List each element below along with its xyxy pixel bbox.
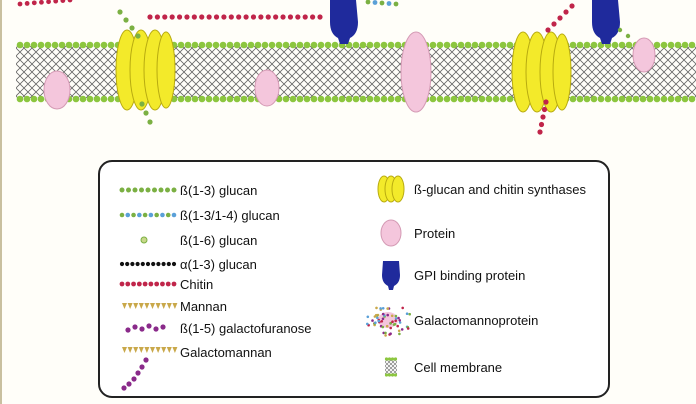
- chitin-chain: [147, 14, 323, 20]
- chain-beads: [119, 187, 177, 193]
- mannan-units: [122, 303, 178, 309]
- legend-item-b16-glucan: ß(1-6) glucan: [118, 230, 257, 250]
- chitin-chain: [17, 0, 73, 7]
- a13-glucan-chain-icon: [119, 261, 177, 267]
- legend-item-b13-14-glucan: ß(1-3/1-4) glucan: [118, 205, 280, 225]
- b16-glucan-icon: [140, 236, 148, 244]
- legend-item-galactofuranose: ß(1-5) galactofuranose: [118, 318, 312, 338]
- legend-item-b13-glucan: ß(1-3) glucan: [118, 180, 257, 200]
- gpi-binding-protein: [592, 0, 620, 44]
- membrane-illustration: [16, 0, 696, 135]
- membrane-synthase: [115, 29, 176, 111]
- cell-membrane-icon: [384, 357, 398, 377]
- membrane-protein: [254, 69, 280, 107]
- legend-item-synthase: ß-glucan and chitin synthases: [368, 174, 586, 204]
- legend-label: ß-glucan and chitin synthases: [414, 181, 586, 197]
- legend-label: ß(1-6) glucan: [180, 232, 258, 248]
- chain-beads: [119, 281, 177, 287]
- legend-label: Galactomannoprotein: [414, 312, 539, 328]
- b13-14-glucan-chain: [365, 0, 399, 7]
- legend-label: Galactomannan: [180, 344, 272, 360]
- b13-glucan-chain: [117, 9, 141, 39]
- legend-label: GPI binding protein: [414, 267, 526, 283]
- synthase-icon: [377, 175, 405, 203]
- mannan-chain-icon: [122, 303, 178, 309]
- legend-label: ß(1-3) glucan: [180, 182, 258, 198]
- legend-item-galactomannan: Galactomannan: [118, 342, 272, 391]
- galactofuranose-beads: [125, 323, 166, 333]
- chain-beads: [119, 261, 177, 267]
- gpi-protein-icon: [382, 261, 400, 290]
- galactomannoprotein-cluster: [366, 306, 411, 337]
- protein-icon: [380, 219, 402, 247]
- legend-item-gpi-protein: GPI binding protein: [368, 260, 525, 290]
- chitin-chain: [545, 3, 575, 33]
- legend-item-chitin: Chitin: [118, 274, 213, 294]
- chain-beads: [119, 212, 177, 218]
- chitin-chain: [537, 99, 549, 135]
- membrane-protein: [400, 31, 432, 113]
- legend-item-galactomannoprotein: Galactomannoprotein: [362, 305, 539, 337]
- b13-14-glucan-chain-icon: [119, 212, 177, 218]
- legend-label: Cell membrane: [414, 359, 503, 375]
- b13-glucan-chain: [617, 27, 631, 39]
- legend-label: Protein: [414, 225, 456, 241]
- galactomannan-side-chain: [121, 357, 149, 391]
- legend-item-mannan: Mannan: [118, 296, 227, 316]
- legend-item-a13-glucan: α(1-3) glucan: [118, 254, 257, 274]
- membrane-protein: [43, 70, 71, 110]
- membrane-synthase: [511, 31, 572, 113]
- legend-item-protein: Protein: [368, 218, 455, 248]
- legend-label: α(1-3) glucan: [180, 256, 257, 272]
- galactomannoprotein-icon: [366, 306, 411, 337]
- left-border-line: [0, 0, 2, 404]
- membrane-protein: [632, 37, 656, 73]
- galactomannan-chain-icon: [121, 347, 178, 391]
- legend-label: Chitin: [180, 276, 214, 292]
- gpi-binding-protein: [330, 0, 358, 44]
- b13-glucan-chain-icon: [119, 187, 177, 193]
- legend-label: ß(1-5) galactofuranose: [180, 320, 312, 336]
- chitin-chain-icon: [119, 281, 177, 287]
- mannan-units: [122, 347, 178, 353]
- legend-label: Mannan: [180, 298, 227, 314]
- b13-glucan-chain: [139, 101, 153, 125]
- legend-box: ß(1-3) glucan ß(1-3/1-4) glucan ß(1-6) g…: [98, 160, 610, 398]
- galactofuranose-chain-icon: [125, 323, 166, 333]
- legend-item-cell-membrane: Cell membrane: [368, 352, 502, 382]
- legend-label: ß(1-3/1-4) glucan: [180, 207, 280, 223]
